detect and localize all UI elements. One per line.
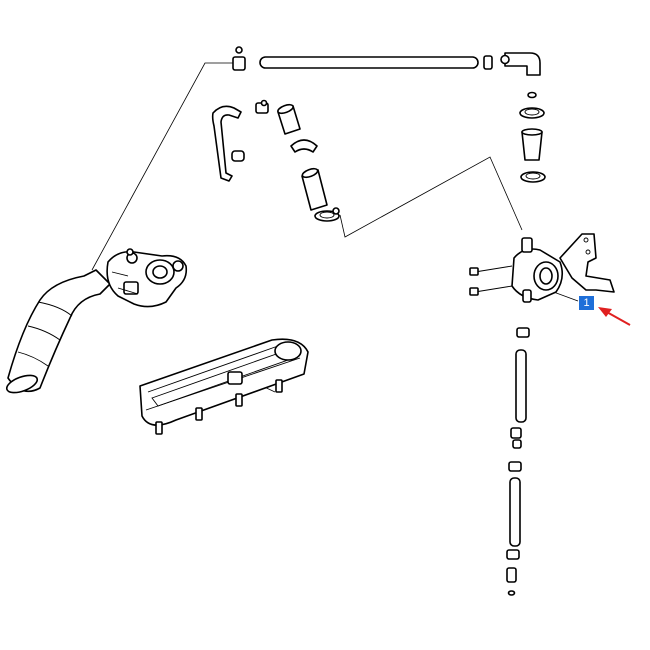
drain-clip-lower	[506, 549, 520, 560]
clamp-middle	[290, 139, 318, 153]
mounting-bolt-lower	[469, 285, 513, 296]
clamp-ring-lower	[520, 171, 546, 183]
sleeve-middle-upper	[277, 103, 301, 135]
oil-separator	[511, 237, 564, 303]
drain-hose-upper	[515, 349, 527, 423]
drain-plug	[506, 567, 517, 596]
hose-clip-small-left	[231, 150, 245, 162]
clamp-ring-upper	[519, 107, 545, 119]
clamp-middle-lower	[314, 207, 340, 222]
drain-hose-lower	[509, 477, 521, 547]
drain-clip-upper	[516, 327, 530, 338]
top-right-hose-clip	[483, 55, 493, 70]
top-vent-pipe	[259, 56, 479, 69]
pointer-arrow	[598, 307, 631, 326]
mounting-bolt-upper	[469, 265, 513, 276]
leader-lines	[91, 62, 579, 393]
rubber-sleeve-upper	[521, 128, 543, 161]
separator-bracket	[559, 233, 615, 293]
hose-clip-upper-left	[255, 99, 269, 114]
o-ring-small	[527, 91, 537, 99]
curved-breather-hose	[211, 105, 242, 182]
callout-marker[interactable]	[579, 296, 594, 310]
drain-clip-middle	[508, 461, 522, 472]
sleeve-middle-lower	[301, 167, 328, 211]
air-intake-tube	[5, 269, 111, 394]
elbow-fitting	[500, 52, 541, 76]
top-left-hose-clip	[232, 46, 246, 71]
callout-number: 1	[583, 297, 590, 309]
drain-fitting-upper	[510, 427, 522, 449]
valve-cover	[139, 338, 309, 435]
turbocharger	[106, 248, 188, 308]
